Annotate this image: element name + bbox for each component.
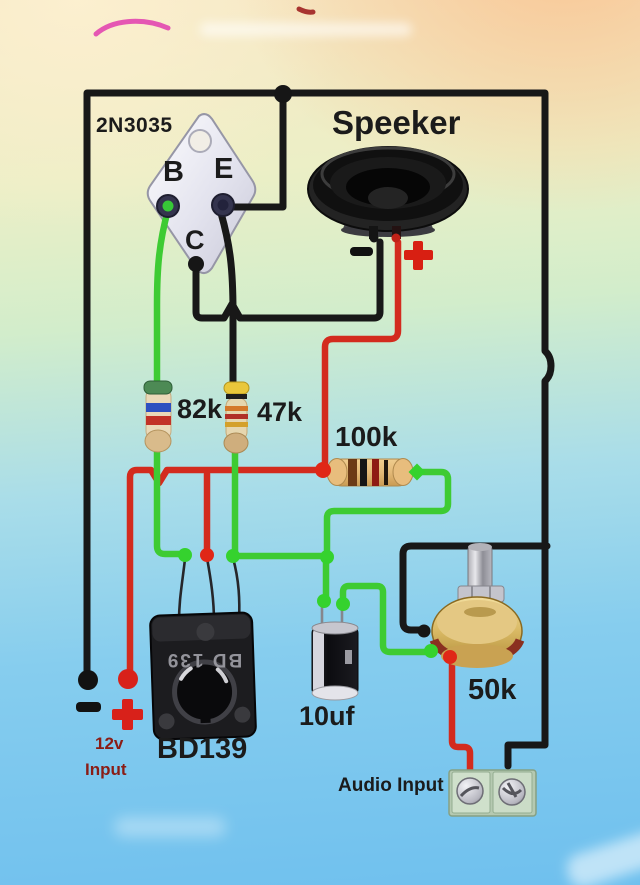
label-pin-c: C <box>185 225 205 255</box>
label-82k: 82k <box>177 394 223 424</box>
label-pin-b: B <box>163 156 184 188</box>
base-pin <box>162 200 174 212</box>
label-100k: 100k <box>335 421 398 452</box>
power-minus-icon <box>76 702 101 712</box>
power-positive-terminal <box>118 669 138 689</box>
green-wires <box>153 206 452 656</box>
speaker-plus-icon <box>404 241 433 270</box>
82k-to-bd139-wire <box>153 443 183 558</box>
label-speaker: Speeker <box>332 104 461 141</box>
speaker-graphic <box>307 146 469 270</box>
collector-to-speaker-wire <box>192 238 384 322</box>
power-negative-terminal <box>78 670 98 690</box>
junction-dots <box>178 85 457 664</box>
label-47k: 47k <box>257 397 303 427</box>
audio-input-terminal <box>448 769 537 817</box>
potentiometer-ground-wire <box>399 542 551 634</box>
speaker-terminal-negative <box>369 226 378 239</box>
resistor-100k <box>326 458 418 487</box>
power-input-terminals <box>76 669 143 730</box>
label-power-input: Input <box>85 760 127 779</box>
label-2n3035: 2N3035 <box>96 114 173 137</box>
speaker-positive-wire <box>321 238 402 467</box>
power-plus-icon <box>112 699 143 730</box>
speaker-terminal-positive <box>392 226 401 239</box>
transistor-bd139 <box>149 557 257 741</box>
mounting-hole <box>188 129 212 153</box>
speaker-minus-icon <box>350 247 373 256</box>
paint-marks <box>93 6 316 37</box>
label-10uf: 10uf <box>299 701 355 731</box>
resistor-47k <box>223 381 250 454</box>
pot-to-audio-wire <box>448 655 474 774</box>
base-to-82k-wire <box>153 206 172 387</box>
top-junction-to-emitter-wire <box>226 89 287 211</box>
ground-bus-wire <box>83 89 555 770</box>
100k-return-wire <box>323 468 452 557</box>
cap-to-pot-wire <box>339 582 432 656</box>
transistor-2n3035-pins <box>156 193 235 218</box>
capacitor-10uf <box>311 601 359 701</box>
label-pin-e: E <box>214 153 234 185</box>
screw-left <box>456 777 484 805</box>
potentiometer-50k <box>429 543 525 668</box>
label-audio-input: Audio Input <box>338 775 444 796</box>
emitter-pin <box>217 199 229 211</box>
resistor-82k <box>143 380 173 453</box>
label-bd139: BD139 <box>157 733 248 765</box>
bd139-body-marking: BD 139 <box>165 649 243 670</box>
label-50k: 50k <box>468 674 517 706</box>
black-wires <box>83 89 555 770</box>
label-12v: 12v <box>95 734 124 753</box>
